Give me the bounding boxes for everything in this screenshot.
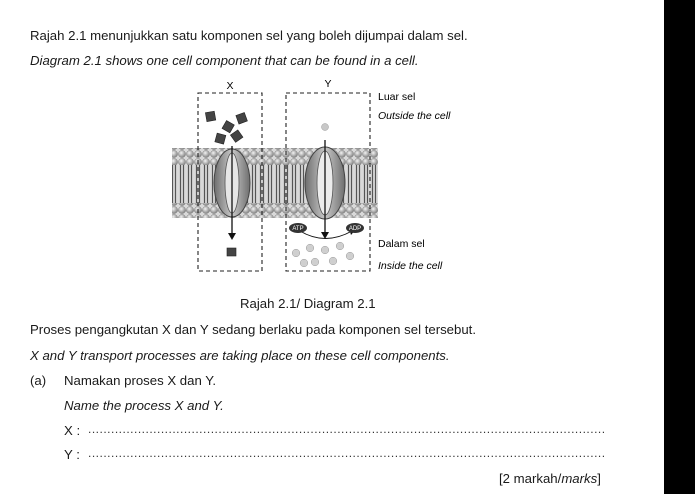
dashed-box-y: [285, 92, 371, 272]
marks-italic: marks: [561, 471, 598, 486]
cube-molecules-outside-x: [205, 110, 248, 145]
marks-suffix: ]: [597, 471, 601, 486]
sphere-molecules-inside-y: [291, 241, 355, 268]
phospholipid-heads-bottom-2: [172, 210, 378, 218]
intro-malay: Rajah 2.1 menunjukkan satu komponen sel …: [30, 28, 468, 43]
outside-cell-english: Outside the cell: [378, 110, 451, 122]
answer-y-label: Y :: [64, 447, 80, 462]
answer-y-line[interactable]: ........................................…: [88, 446, 606, 460]
marks-prefix: [2 markah/: [499, 471, 562, 486]
marks-label: [2 markah/marks]: [499, 471, 601, 487]
inside-cell-english: Inside the cell: [378, 260, 443, 272]
question-number: (a): [30, 373, 47, 388]
question-text-malay: Namakan proses X dan Y.: [64, 373, 216, 388]
inside-cell-malay: Dalam sel: [378, 238, 425, 250]
sphere-molecule-outside-y: [321, 123, 329, 131]
answer-x-label: X :: [64, 423, 81, 438]
diagram-label-x: X: [226, 80, 233, 92]
black-side-bar: [664, 0, 695, 494]
cell-membrane-diagram: ATP ADP X Y Luar sel Outside the cell Da…: [170, 78, 470, 278]
arrow-y-head: [321, 232, 329, 239]
phospholipid-tails-lower: [172, 185, 378, 205]
atp-adp-curve: [299, 230, 353, 239]
phospholipid-tails-upper: [172, 165, 378, 185]
atp-label: ATP: [292, 226, 303, 232]
diagram-caption: Rajah 2.1/ Diagram 2.1: [240, 296, 376, 312]
atp-badge: [289, 223, 307, 233]
phospholipid-heads-bottom: [172, 203, 378, 212]
adp-badge: [346, 223, 364, 233]
membrane-svg: ATP ADP X Y Luar sel Outside the cell Da…: [172, 78, 451, 272]
dashed-box-x: [197, 92, 263, 272]
caption-text: Rajah 2.1/ Diagram 2.1: [240, 296, 376, 311]
phospholipid-heads-top: [172, 148, 378, 157]
phospholipid-heads-top-2: [172, 157, 378, 165]
intro-english: Diagram 2.1 shows one cell component tha…: [30, 53, 419, 68]
diagram-label-y: Y: [324, 78, 331, 90]
statement-english: X and Y transport processes are taking p…: [30, 348, 450, 363]
outside-cell-malay: Luar sel: [378, 91, 415, 103]
question-text-english: Name the process X and Y.: [64, 398, 224, 413]
adp-label: ADP: [349, 226, 361, 232]
cube-molecule-inside-x: [226, 247, 237, 257]
statement-malay: Proses pengangkutan X dan Y sedang berla…: [30, 322, 477, 337]
answer-x-line[interactable]: ........................................…: [88, 422, 606, 436]
arrow-x-head: [228, 233, 236, 240]
